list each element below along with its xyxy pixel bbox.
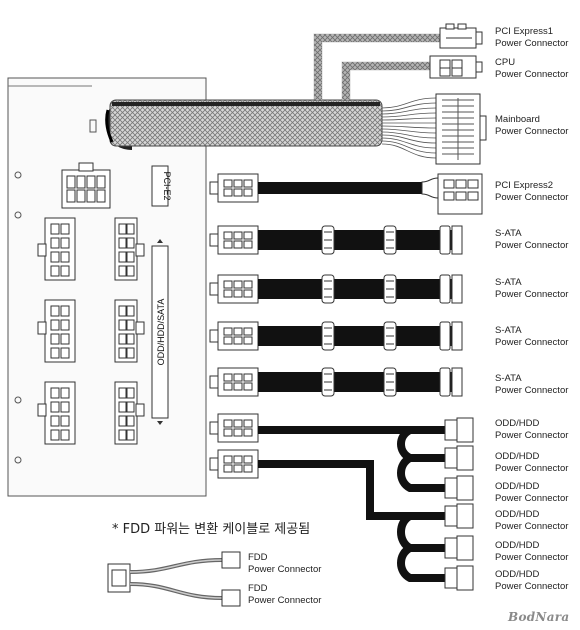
psu-port-6pin-left-2 [37,299,76,363]
watermark-logo: BodNara [508,610,570,624]
mainboard-connector [435,93,487,165]
psu-pcie-slot: PCI-E2 [151,165,172,207]
sata-cable-4 [209,367,463,397]
pcie2-cable [209,173,483,215]
odd-cable-1 [209,413,445,492]
fixed-cable-bundle [105,99,383,150]
sata-cable-2 [209,274,463,304]
psu-port-6pin-left-3 [37,381,76,445]
psu-odd-label: ODD/HDD/SATA [156,299,166,366]
pcie1-connector [439,23,483,49]
psu-body [7,77,207,497]
psu-port-6pin-right-1 [114,217,145,281]
fdd-note: * FDD 파워는 변환 케이블로 제공됨 [112,522,311,537]
psu-port-8pin [61,162,111,209]
fdd-adapter-cable [107,551,241,607]
psu-pcie-label: PCI-E2 [162,171,172,200]
mainboard-wires [381,97,437,159]
psu-port-6pin-left-1 [37,217,76,281]
psu-port-6pin-right-3 [114,381,145,445]
sata-cable-3 [209,321,463,351]
psu-odd-slot: ODD/HDD/SATA [151,239,169,425]
pcie1-cable [314,34,440,100]
cpu-connector [429,55,483,79]
psu-port-6pin-right-2 [114,299,145,363]
cpu-cable [342,62,430,100]
sata-cable-1 [209,225,463,255]
odd-cable-2 [209,449,445,582]
odd-connectors [444,417,474,591]
